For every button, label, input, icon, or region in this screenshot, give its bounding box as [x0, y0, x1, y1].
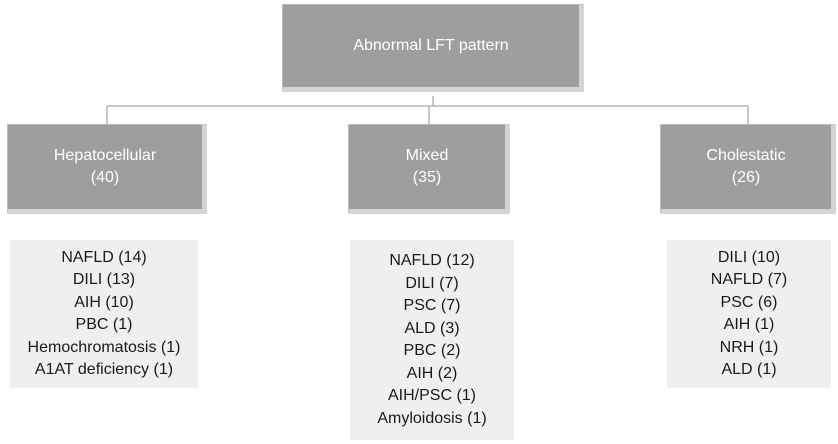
- category-name: Mixed: [405, 147, 449, 164]
- list-item: DILI (7): [405, 274, 459, 292]
- list-item: PBC (1): [75, 316, 133, 333]
- category-count: (40): [90, 169, 120, 186]
- category-count: (35): [412, 169, 442, 186]
- cholestatic-diagnosis-list: DILI (10) NAFLD (7) PSC (6) AIH (1) NRH …: [667, 240, 831, 388]
- mixed-diagnosis-list: NAFLD (12) DILI (7) PSC (7) ALD (3) PBC …: [350, 240, 514, 440]
- list-item: AIH/PSC (1): [387, 387, 476, 404]
- category-count: (26): [731, 169, 761, 186]
- list-item: DILI (10): [717, 248, 781, 266]
- category-mixed: Mixed (35): [348, 124, 510, 214]
- list-item: AIH (2): [406, 364, 458, 382]
- list-item: DILI (13): [72, 271, 136, 288]
- list-item: ALD (3): [404, 319, 460, 337]
- hepatocellular-diagnosis-list: NAFLD (14) DILI (13) AIH (10) PBC (1) He…: [10, 240, 198, 388]
- list-item: A1AT deficiency (1): [34, 361, 174, 378]
- category-cholestatic: Cholestatic (26): [660, 124, 836, 214]
- list-item: PSC (6): [720, 293, 778, 311]
- root-node: Abnormal LFT pattern: [282, 4, 584, 92]
- list-item: NRH (1): [719, 338, 779, 356]
- list-item: NAFLD (7): [710, 271, 788, 288]
- list-item: NAFLD (14): [61, 248, 147, 266]
- category-name: Hepatocellular: [53, 147, 157, 164]
- list-item: Amyloidosis (1): [377, 409, 487, 427]
- category-name: Cholestatic: [706, 147, 786, 164]
- list-item: NAFLD (12): [389, 252, 475, 269]
- list-item: AIH (10): [74, 293, 134, 311]
- list-item: AIH (1): [723, 316, 775, 333]
- list-item: PBC (2): [403, 342, 461, 359]
- list-item: ALD (1): [721, 361, 777, 378]
- category-hepatocellular: Hepatocellular (40): [7, 124, 207, 214]
- list-item: PSC (7): [403, 297, 461, 314]
- list-item: Hemochromatosis (1): [27, 338, 181, 356]
- root-label: Abnormal LFT pattern: [353, 37, 509, 54]
